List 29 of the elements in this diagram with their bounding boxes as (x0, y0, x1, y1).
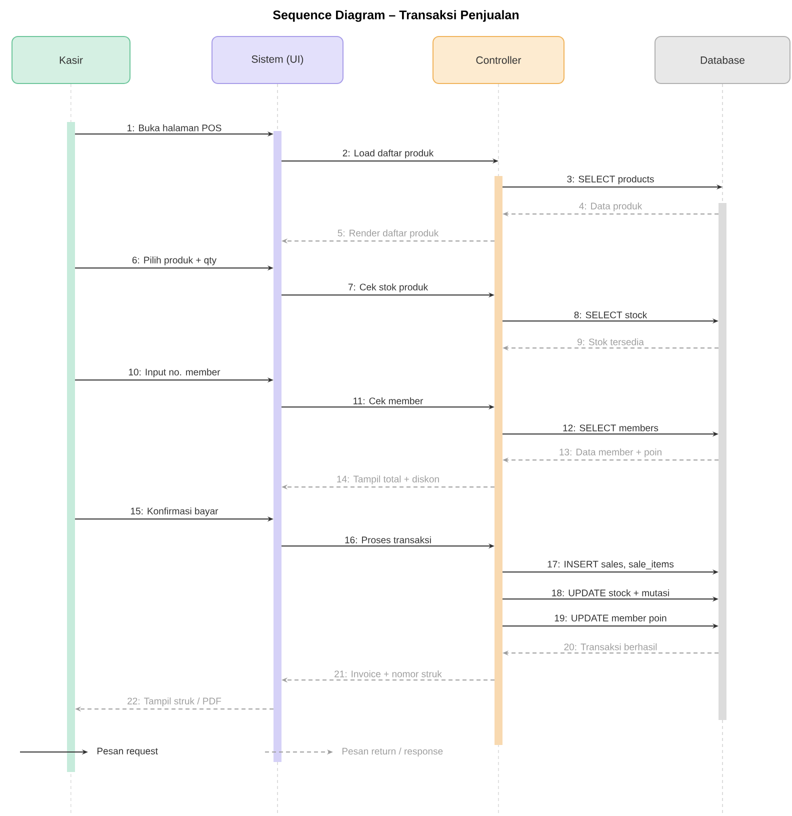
edge-label: 17: INSERT sales, sale_items (546, 559, 676, 571)
edge-label: 4: Data produk (577, 200, 644, 213)
edge-label: 1: Buka halaman POS (125, 122, 224, 133)
participant-box: Sistem (UI) (212, 36, 344, 84)
legend-label: Pesan request (95, 746, 160, 758)
edge-label: 9: Stok tersedia (576, 336, 646, 347)
edge-label: 14: Tampil total + diskon (334, 474, 442, 486)
edge-label: 18: UPDATE stock + mutasi (550, 588, 672, 598)
edge-label: 3: SELECT products (565, 174, 656, 186)
edge-label: 19: UPDATE member poin (552, 612, 668, 625)
title: Sequence Diagram – Transaksi Penjualan (273, 10, 519, 22)
edge-label: 10: Input no. member (126, 366, 222, 379)
legend-label: Pesan return / response (340, 746, 445, 758)
edge-label: 12: SELECT members (561, 422, 660, 433)
edge-label: 13: Data member + poin (557, 446, 664, 459)
edge-label: 7: Cek stok produk (346, 282, 430, 294)
edge-label: 5: Render daftar produk (336, 228, 440, 240)
edge-label: 2: Load daftar produk (340, 148, 436, 160)
edge-label: 6: Pilih produk + qty (130, 254, 218, 267)
edge-label: 8: SELECT stock (572, 310, 649, 320)
participant-box: Controller (432, 36, 564, 84)
edge-label: 21: Invoice + nomor struk (332, 668, 444, 679)
edge-label: 15: Konfirmasi bayar (128, 506, 220, 518)
edge-label: 20: Transaksi berhasil (562, 642, 659, 652)
edge-label: 22: Tampil struk / PDF (126, 696, 223, 708)
participant-box: Kasir (12, 36, 130, 84)
participant-box: Database (654, 36, 790, 84)
edge-label: 11: Cek member (351, 396, 425, 406)
edge-label: 16: Proses transaksi (343, 534, 433, 545)
